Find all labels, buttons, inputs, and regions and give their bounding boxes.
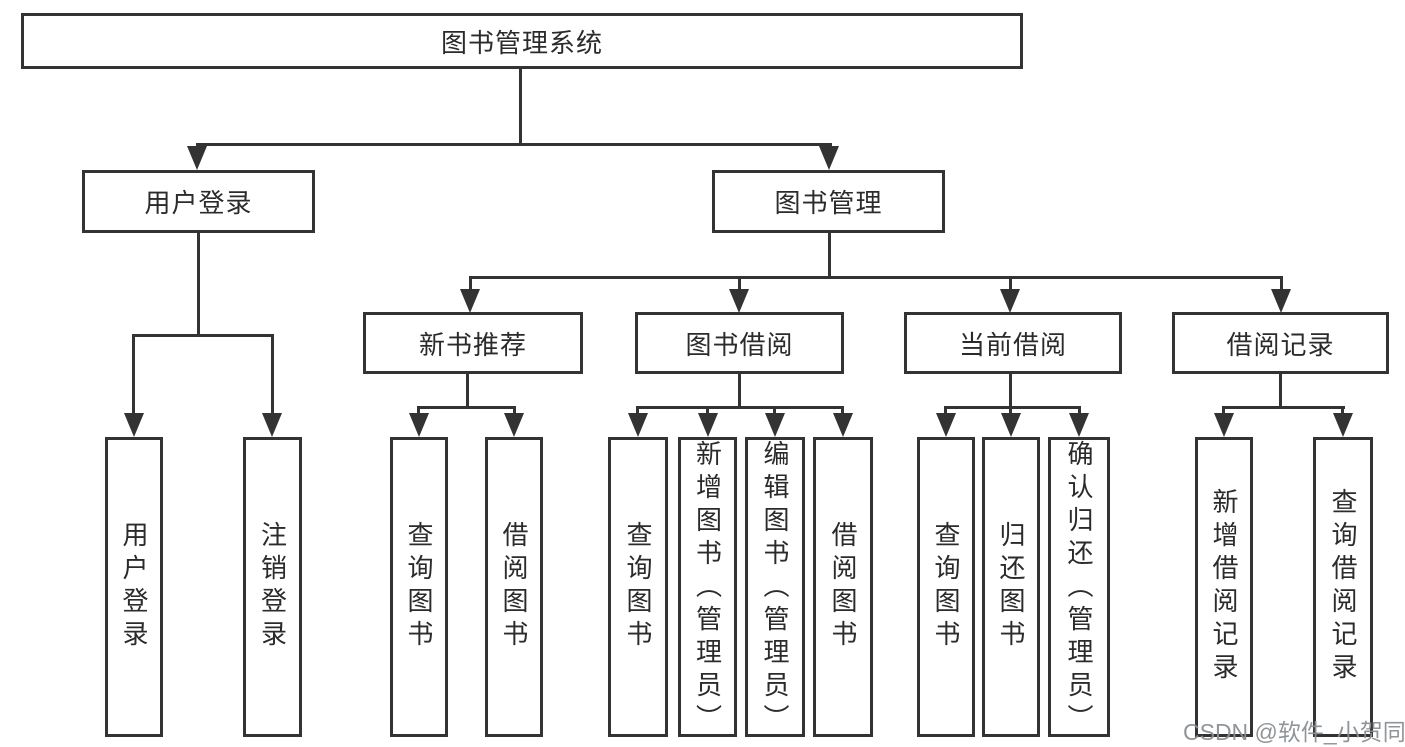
connector-line	[706, 406, 709, 418]
connector-line	[1279, 374, 1282, 409]
node-user-login-group-label: 用户登录	[144, 188, 253, 218]
leaf-user-login: 用户登录	[105, 437, 163, 737]
leaf-logout: 注销登录	[243, 437, 302, 737]
arrow-down-icon	[1271, 289, 1291, 313]
arrow-down-icon	[262, 413, 282, 437]
node-new-book-recommend-label: 新书推荐	[418, 329, 527, 360]
leaf-query-borrow-record-label: 查询借阅记录	[1328, 488, 1358, 686]
node-user-login-group: 用户登录	[82, 170, 315, 233]
connector-line	[466, 374, 469, 409]
arrow-down-icon	[1001, 413, 1021, 437]
node-book-management-label: 图书管理	[774, 188, 883, 218]
connector-line	[132, 334, 274, 337]
leaf-borrow-book: 借阅图书	[813, 437, 873, 737]
arrow-down-icon	[1333, 413, 1353, 437]
leaf-add-book-admin: 新增图书（管理员）	[678, 437, 737, 737]
leaf-query-book-recommend: 查询图书	[390, 437, 448, 737]
connector-line	[1222, 406, 1345, 409]
leaf-add-book-admin-label: 新增图书（管理员）	[692, 440, 723, 737]
leaf-return-book: 归还图书	[982, 437, 1040, 737]
leaf-borrow-book-recommend: 借阅图书	[485, 437, 543, 737]
leaf-add-borrow-record: 新增借阅记录	[1195, 437, 1253, 737]
connector-line	[828, 233, 831, 279]
connector-line	[1078, 406, 1081, 418]
arrow-down-icon	[504, 413, 524, 437]
arrow-down-icon	[187, 146, 207, 170]
connector-line	[271, 334, 274, 416]
connector-line	[1280, 276, 1283, 292]
connector-line	[519, 69, 522, 146]
leaf-edit-book-admin: 编辑图书（管理员）	[745, 437, 805, 737]
arrow-down-icon	[936, 413, 956, 437]
arrow-down-icon	[1000, 289, 1020, 313]
connector-line	[197, 233, 200, 337]
connector-line	[944, 406, 1081, 409]
leaf-user-login-label: 用户登录	[119, 521, 149, 653]
leaf-return-book-label: 归还图书	[996, 521, 1026, 653]
connector-line	[469, 276, 1283, 279]
leaf-query-book-current: 查询图书	[917, 437, 975, 737]
node-borrow-records-label: 借阅记录	[1226, 329, 1335, 360]
connector-line	[636, 406, 844, 409]
connector-line	[738, 374, 741, 409]
connector-line	[944, 406, 947, 418]
leaf-confirm-return-admin: 确认归还（管理员）	[1048, 437, 1110, 737]
node-borrow-records: 借阅记录	[1172, 312, 1389, 374]
connector-line	[417, 406, 516, 409]
node-current-borrow-label: 当前借阅	[958, 329, 1067, 360]
arrow-down-icon	[628, 413, 648, 437]
connector-line	[738, 276, 741, 292]
leaf-borrow-book-label: 借阅图书	[828, 521, 858, 653]
arrow-down-icon	[1069, 413, 1089, 437]
arrow-down-icon	[833, 413, 853, 437]
csdn-watermark: CSDN @软件_小贺同学	[1183, 719, 1405, 745]
arrow-down-icon	[124, 413, 144, 437]
connector-line	[469, 276, 472, 292]
node-book-borrow: 图书借阅	[635, 312, 844, 374]
connector-line	[636, 406, 639, 418]
arrow-down-icon	[460, 289, 480, 313]
arrow-down-icon	[1214, 413, 1234, 437]
arrow-down-icon	[819, 146, 839, 170]
connector-line	[1009, 276, 1012, 292]
node-new-book-recommend: 新书推荐	[363, 312, 583, 374]
connector-line	[841, 406, 844, 418]
leaf-borrow-book-recommend-label: 借阅图书	[499, 521, 529, 653]
arrow-down-icon	[698, 413, 718, 437]
leaf-query-borrow-record: 查询借阅记录	[1313, 437, 1373, 737]
leaf-query-book-recommend-label: 查询图书	[404, 521, 434, 653]
leaf-add-borrow-record-label: 新增借阅记录	[1209, 488, 1239, 686]
leaf-logout-label: 注销登录	[257, 521, 288, 653]
leaf-query-book-borrow: 查询图书	[608, 437, 668, 737]
node-root-label: 图书管理系统	[440, 27, 603, 58]
connector-line	[132, 334, 135, 416]
leaf-confirm-return-admin-label: 确认归还（管理员）	[1064, 440, 1094, 737]
arrow-down-icon	[729, 289, 749, 313]
leaf-query-book-current-label: 查询图书	[931, 521, 961, 653]
arrow-down-icon	[765, 413, 785, 437]
connector-line	[773, 406, 776, 418]
leaf-query-book-borrow-label: 查询图书	[623, 521, 653, 653]
connector-line	[1009, 406, 1012, 418]
connector-line	[1341, 406, 1344, 418]
node-book-borrow-label: 图书借阅	[685, 329, 794, 360]
connector-line	[417, 406, 420, 418]
connector-line	[1222, 406, 1225, 418]
leaf-edit-book-admin-label: 编辑图书（管理员）	[760, 440, 790, 737]
connector-line	[513, 406, 516, 418]
arrow-down-icon	[409, 413, 429, 437]
connector-line	[1009, 374, 1012, 409]
connector-line	[196, 143, 832, 146]
node-root: 图书管理系统	[21, 13, 1023, 69]
node-book-management: 图书管理	[712, 170, 945, 233]
node-current-borrow: 当前借阅	[904, 312, 1122, 374]
